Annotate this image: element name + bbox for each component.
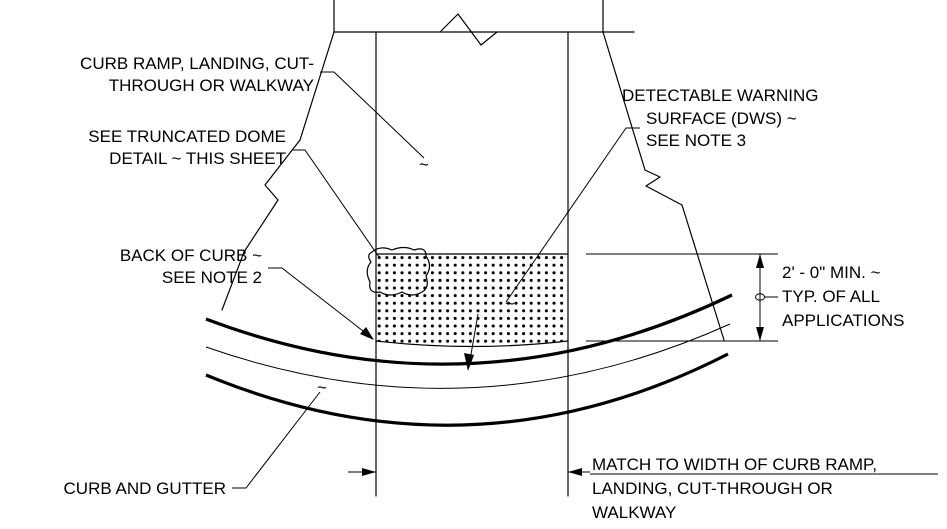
callout-back-of-curb-line-1: BACK OF CURB ~ xyxy=(120,246,262,265)
break-line-top xyxy=(439,13,498,46)
left-break xyxy=(243,139,301,253)
leader-back-of-curb xyxy=(268,267,373,339)
dws-area xyxy=(375,253,569,348)
left-side-line xyxy=(299,31,335,141)
leader-curb-gutter xyxy=(232,391,321,489)
leaders xyxy=(232,71,640,489)
leader-truncated-dome xyxy=(292,149,380,258)
callout-curb-ramp: CURB RAMP, LANDING, CUT- THROUGH OR WALK… xyxy=(80,54,314,95)
callout-truncated-dome: SEE TRUNCATED DOME DETAIL ~ THIS SHEET xyxy=(88,127,286,168)
leader-curb-ramp xyxy=(320,71,425,159)
callout-dws: DETECTABLE WARNING SURFACE (DWS) ~ SEE N… xyxy=(622,86,818,150)
callout-dws-line-2: SURFACE (DWS) ~ xyxy=(646,109,797,128)
callout-dimension-line-2: TYP. OF ALL xyxy=(782,287,880,306)
callout-dimension: 2' - 0" MIN. ~ TYP. OF ALL APPLICATIONS xyxy=(782,263,905,330)
depth-dimension xyxy=(586,253,778,342)
callout-dws-line-3: SEE NOTE 3 xyxy=(646,131,746,150)
gutter-flow-line xyxy=(205,323,731,389)
callout-curb-ramp-line-2: THROUGH OR WALKWAY xyxy=(109,76,314,95)
callout-match-width-line-1: MATCH TO WIDTH OF CURB RAMP, xyxy=(592,455,877,474)
ramp-surface-symbol: ~ xyxy=(419,155,429,174)
gutter-edge-arc xyxy=(205,352,729,427)
callout-match-width-line-3: WALKWAY xyxy=(592,503,676,522)
leader-dws xyxy=(505,127,640,303)
callout-truncated-dome-line-1: SEE TRUNCATED DOME xyxy=(88,127,286,146)
callout-curb-ramp-line-1: CURB RAMP, LANDING, CUT- xyxy=(80,54,314,73)
width-dimension xyxy=(348,468,938,476)
callout-back-of-curb-line-2: SEE NOTE 2 xyxy=(162,268,262,287)
right-break xyxy=(644,169,683,206)
callout-back-of-curb: BACK OF CURB ~ SEE NOTE 2 xyxy=(120,246,262,287)
callout-truncated-dome-line-2: DETAIL ~ THIS SHEET xyxy=(109,149,286,168)
callout-match-width-line-2: LANDING, CUT-THROUGH OR xyxy=(592,479,833,498)
truncated-dome-bubble xyxy=(366,246,431,296)
callout-dimension-line-3: APPLICATIONS xyxy=(782,311,905,330)
callout-dimension-line-1: 2' - 0" MIN. ~ xyxy=(782,263,881,282)
callout-curb-and-gutter: CURB AND GUTTER xyxy=(64,479,226,498)
right-side-line xyxy=(602,31,646,171)
callout-match-width: MATCH TO WIDTH OF CURB RAMP, LANDING, CU… xyxy=(592,455,877,522)
dws-surface-symbol: ~ xyxy=(505,294,515,313)
side-boundaries xyxy=(221,31,725,341)
curb-surface-symbol: ~ xyxy=(317,378,327,397)
callout-dws-line-1: DETECTABLE WARNING xyxy=(622,86,818,105)
